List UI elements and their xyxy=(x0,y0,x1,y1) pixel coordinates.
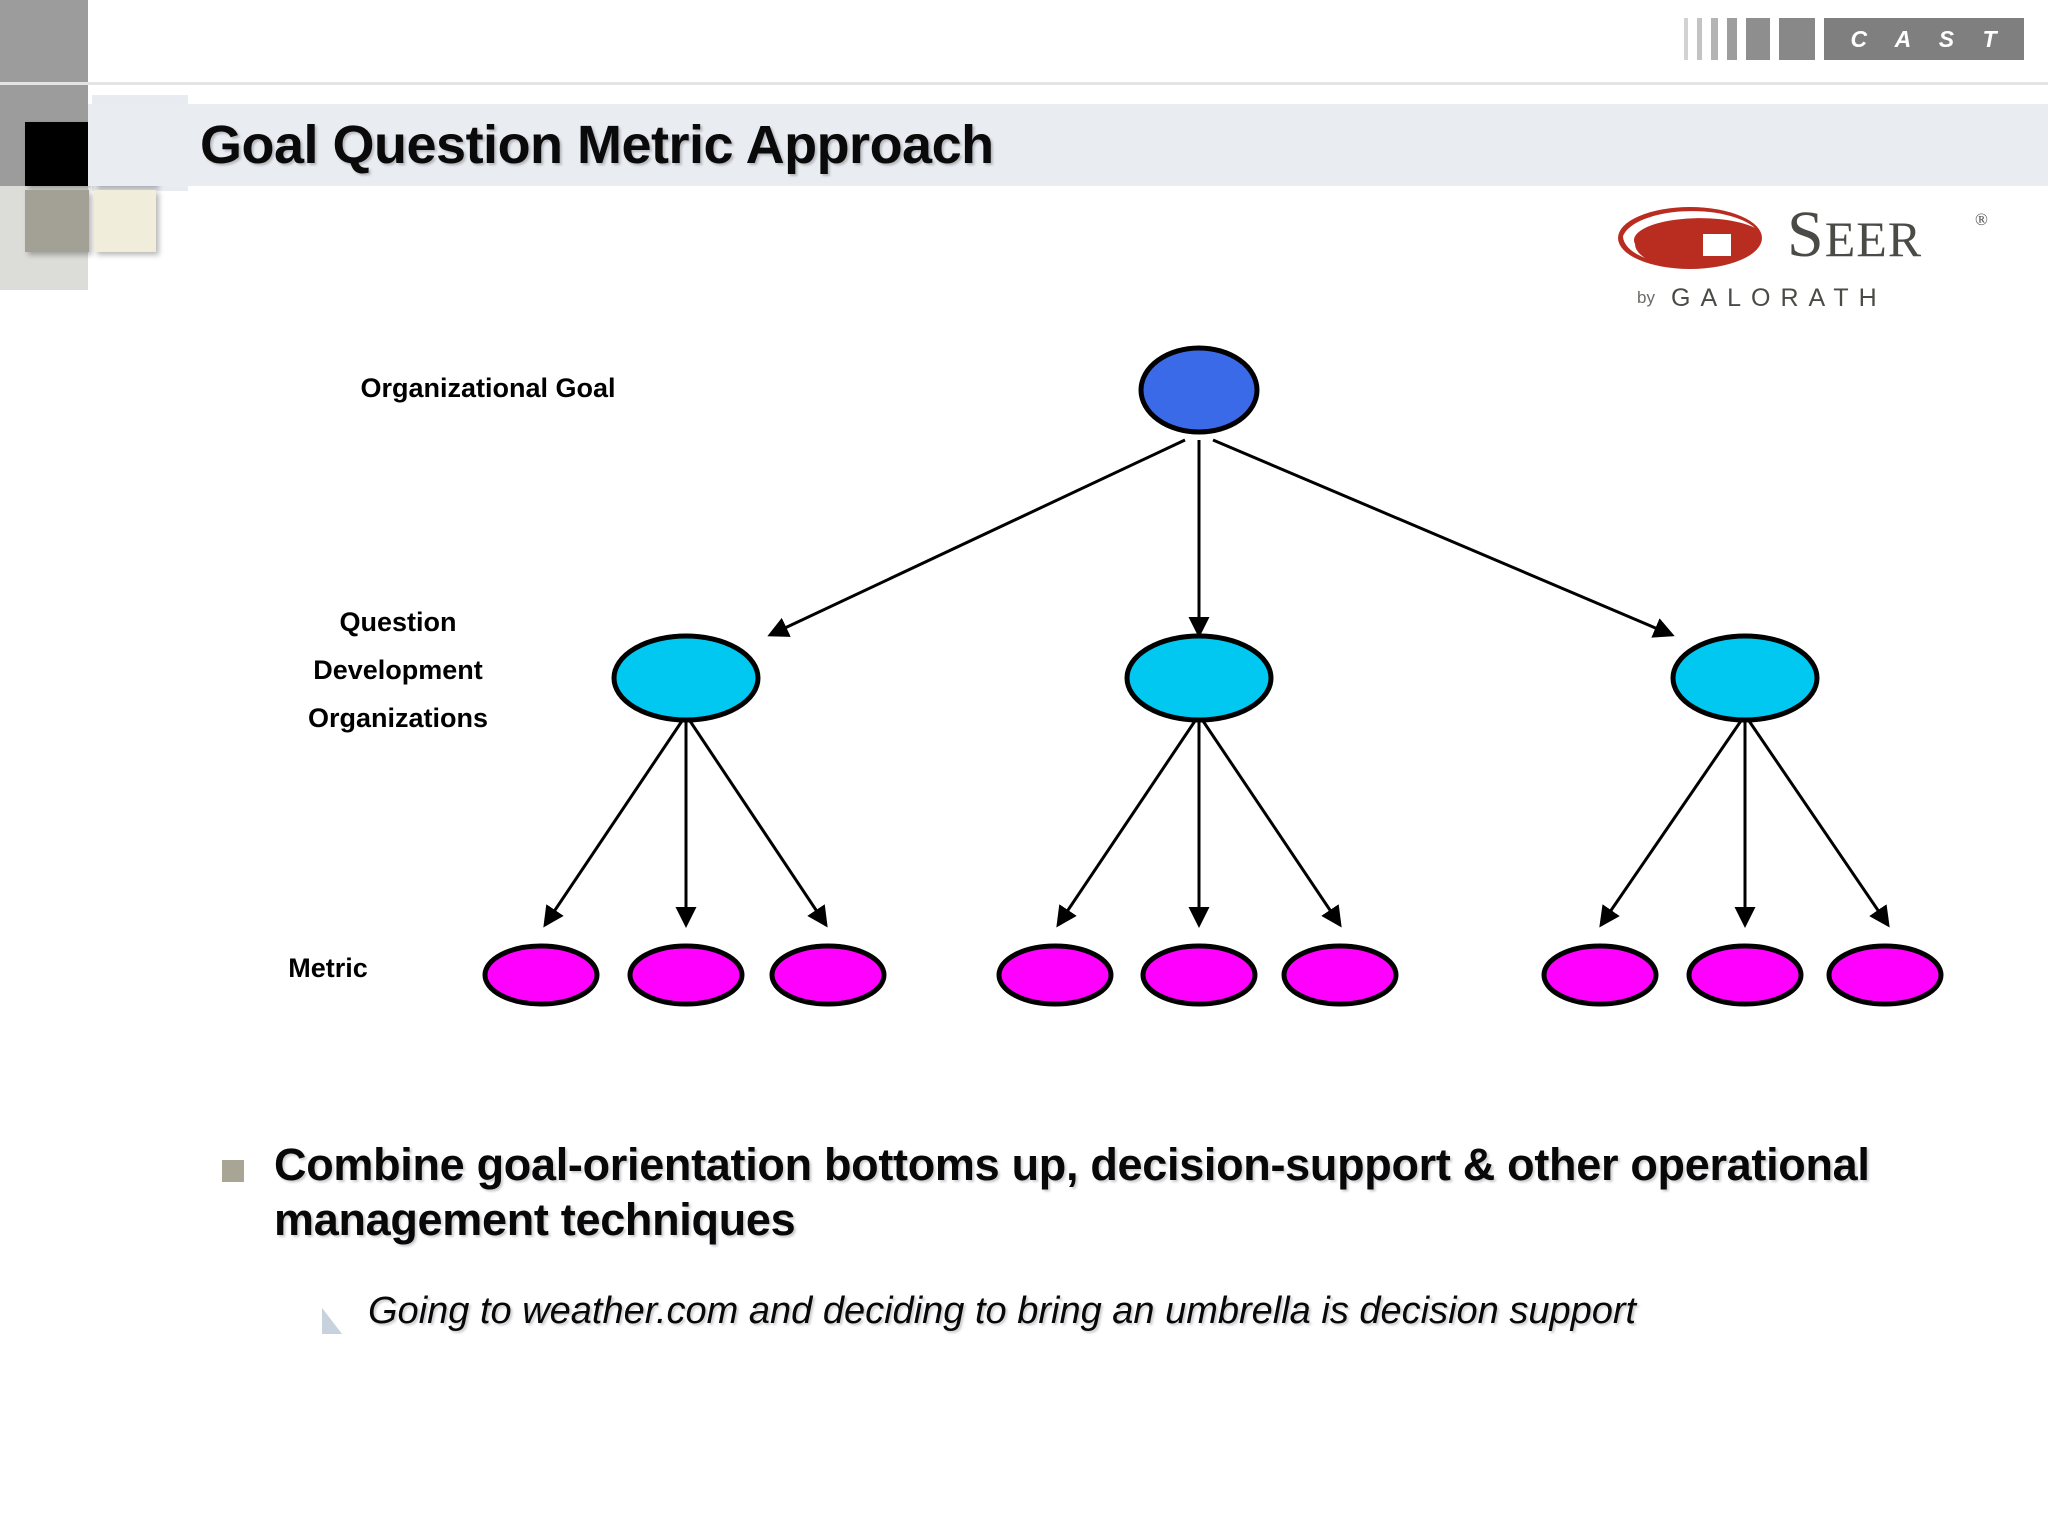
diagram-label-metric: Metric xyxy=(288,953,368,983)
registered-trademark-icon: ® xyxy=(1975,210,1988,229)
cast-bar-1 xyxy=(1684,18,1688,60)
connector-goal-to-questions xyxy=(767,438,1675,638)
node-metric-3-3[interactable] xyxy=(1826,943,1944,1007)
node-metric-3-1[interactable] xyxy=(1541,943,1659,1007)
decor-black-square xyxy=(25,122,89,186)
title-band xyxy=(88,104,2048,186)
gqm-tree-diagram xyxy=(0,300,2048,1060)
seer-galorath-logo: SEER ® by GALORATH xyxy=(1615,192,1995,327)
page-title: Goal Question Metric Approach xyxy=(200,115,994,175)
connector-question1-to-metrics xyxy=(543,714,828,928)
diagram-label-question: Question xyxy=(339,607,457,637)
galorath-wordmark: GALORATH xyxy=(1671,284,1887,312)
square-bullet-icon xyxy=(222,1160,244,1182)
cast-bar-5 xyxy=(1746,18,1770,60)
bullet-level-1-text: Combine goal-orientation bottoms up, dec… xyxy=(274,1139,1870,1245)
node-metric-2-3[interactable] xyxy=(1281,943,1399,1007)
bullet-level-2-text: Going to weather.com and deciding to bri… xyxy=(368,1290,1637,1332)
seer-by-label: by xyxy=(1637,288,1655,307)
connector-question3-to-metrics xyxy=(1599,714,1890,928)
node-organizational-goal[interactable] xyxy=(1138,345,1260,435)
header-rule xyxy=(0,82,2048,85)
node-question-3[interactable] xyxy=(1670,633,1820,723)
gqm-tree-svg xyxy=(482,345,1944,1007)
node-question-1[interactable] xyxy=(611,633,761,723)
bullet-level-1: Combine goal-orientation bottoms up, dec… xyxy=(222,1138,1922,1248)
cast-bar-4 xyxy=(1727,18,1737,60)
seer-wordmark: SEER xyxy=(1787,198,1923,271)
diagram-label-organizations: Organizations xyxy=(307,703,489,733)
diagram-label-development: Development xyxy=(313,655,483,685)
node-metric-1-2[interactable] xyxy=(627,943,745,1007)
cast-logo: C A S T xyxy=(1684,18,2024,60)
cast-bar-6 xyxy=(1779,18,1815,60)
connector-question2-to-metrics xyxy=(1056,714,1342,928)
bullet-level-2: Going to weather.com and deciding to bri… xyxy=(322,1288,1922,1336)
node-metric-3-2[interactable] xyxy=(1686,943,1804,1007)
cast-bar-2 xyxy=(1697,18,1702,60)
triangle-bullet-icon xyxy=(322,1308,342,1334)
node-metric-1-1[interactable] xyxy=(482,943,600,1007)
diagram-label-organizational-goal: Organizational Goal xyxy=(360,373,616,403)
decor-cream-square xyxy=(94,190,156,252)
seer-swoosh-icon xyxy=(1618,207,1762,269)
cast-bar-3 xyxy=(1711,18,1718,60)
node-metric-2-2[interactable] xyxy=(1140,943,1258,1007)
node-metric-2-1[interactable] xyxy=(996,943,1114,1007)
node-metric-1-3[interactable] xyxy=(769,943,887,1007)
node-question-2[interactable] xyxy=(1124,633,1274,723)
cast-wordmark: C A S T xyxy=(1824,18,2024,60)
decor-taupe-square xyxy=(25,190,89,252)
